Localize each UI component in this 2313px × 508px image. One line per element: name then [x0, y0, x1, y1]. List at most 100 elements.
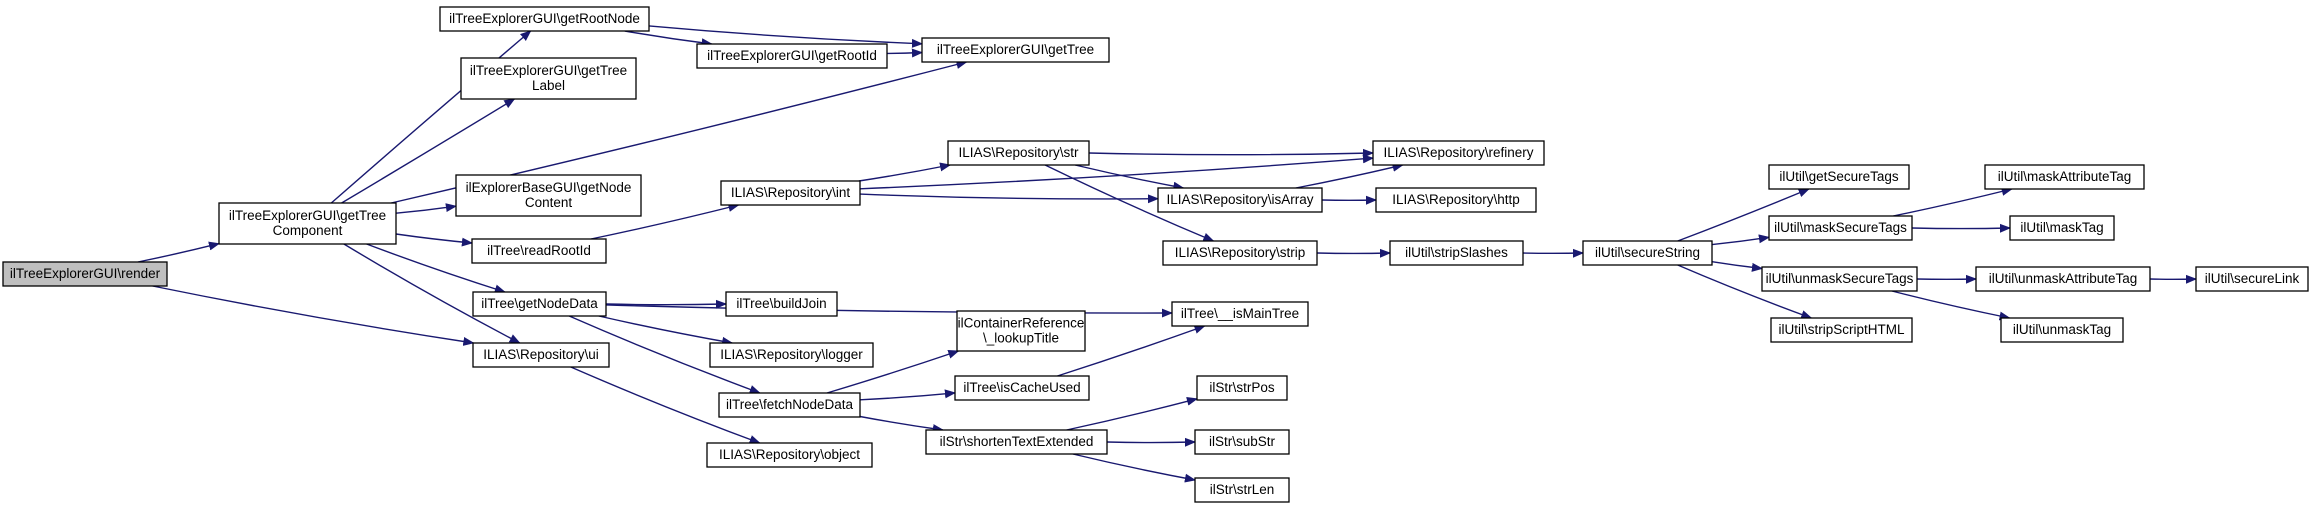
node-secureString[interactable]: ilUtil\secureString — [1582, 240, 1713, 266]
node-maskSecureTags[interactable]: ilUtil\maskSecureTags — [1768, 215, 1913, 241]
node-box-secureLink — [2195, 266, 2309, 292]
edge-unmaskSecureTags-to-unmaskTag — [1891, 290, 2011, 321]
node-unmaskTag[interactable]: ilUtil\unmaskTag — [2000, 317, 2124, 343]
edge-fetchNodeData-to-shortenText — [859, 415, 945, 434]
node-label-unmaskSecureTags: ilUtil\unmaskSecureTags — [1766, 271, 1914, 286]
edge-shortenText-to-strLen — [1072, 453, 1197, 483]
node-box-refinery — [1372, 140, 1545, 166]
edge-render-to-ui — [152, 285, 475, 346]
edge-getRootNode-to-getTree — [648, 25, 924, 48]
node-box-getRootId — [696, 43, 888, 69]
node-label-isCacheUsed: ilTree\isCacheUsed — [963, 380, 1080, 395]
node-refinery[interactable]: ILIAS\Repository\refinery — [1372, 140, 1545, 166]
node-box-getTreeLabel — [460, 57, 637, 100]
node-label-readRootId: ilTree\readRootId — [487, 243, 591, 258]
edge-getTreeComponent-to-getNodeData — [366, 243, 506, 294]
node-isArray[interactable]: ILIAS\Repository\isArray — [1157, 187, 1323, 213]
node-label-lookupTitle-line2: \_lookupTitle — [983, 331, 1059, 346]
node-box-int — [720, 180, 861, 206]
node-box-unmaskAttributeTag — [1975, 266, 2151, 292]
node-subStr[interactable]: ilStr\subStr — [1194, 429, 1290, 455]
node-label-getTreeComponent-line2: Component — [273, 223, 343, 238]
node-maskTag[interactable]: ilUtil\maskTag — [2009, 215, 2115, 241]
node-box-getNodeContent — [455, 174, 642, 217]
node-box-stripSlashes — [1389, 240, 1524, 266]
node-label-strip: ILIAS\Repository\strip — [1175, 245, 1306, 260]
node-getNodeData[interactable]: ilTree\getNodeData — [472, 291, 607, 317]
node-box-stripScriptHTML — [1770, 317, 1913, 343]
node-box-strPos — [1196, 375, 1288, 401]
node-label-getNodeContent-line1: ilExplorerBaseGUI\getNode — [466, 180, 632, 195]
node-int[interactable]: ILIAS\Repository\int — [720, 180, 861, 206]
node-render[interactable]: ilTreeExplorerGUI\render — [2, 261, 168, 287]
node-readRootId[interactable]: ilTree\readRootId — [471, 238, 607, 264]
edge-render-to-getTreeComponent — [137, 241, 221, 263]
edge-getNodeData-to-isMainTree — [605, 304, 1174, 318]
node-object[interactable]: ILIAS\Repository\object — [706, 442, 873, 468]
node-label-unmaskTag: ilUtil\unmaskTag — [2013, 322, 2111, 337]
edge-ui-to-object — [570, 366, 761, 444]
node-label-shortenText: ilStr\shortenTextExtended — [940, 434, 1094, 449]
node-box-maskSecureTags — [1768, 215, 1913, 241]
node-box-isCacheUsed — [954, 375, 1090, 401]
node-unmaskSecureTags[interactable]: ilUtil\unmaskSecureTags — [1761, 266, 1918, 292]
edge-str-to-isArray — [1074, 164, 1185, 191]
node-box-fetchNodeData — [718, 392, 861, 418]
node-label-fetchNodeData: ilTree\fetchNodeData — [726, 397, 854, 412]
node-strip[interactable]: ILIAS\Repository\strip — [1162, 240, 1318, 266]
node-label-secureLink: ilUtil\secureLink — [2205, 271, 2300, 286]
node-lookupTitle[interactable]: ilContainerReference\_lookupTitle — [956, 310, 1086, 352]
node-fetchNodeData[interactable]: ilTree\fetchNodeData — [718, 392, 861, 418]
node-logger[interactable]: ILIAS\Repository\logger — [709, 342, 874, 368]
edge-secureString-to-maskSecureTags — [1711, 234, 1771, 246]
node-stripSlashes[interactable]: ilUtil\stripSlashes — [1389, 240, 1524, 266]
node-getRootId[interactable]: ilTreeExplorerGUI\getRootId — [696, 43, 888, 69]
edge-int-to-str — [858, 162, 952, 182]
node-label-object: ILIAS\Repository\object — [719, 447, 860, 462]
node-label-subStr: ilStr\subStr — [1209, 434, 1276, 449]
node-secureLink[interactable]: ilUtil\secureLink — [2195, 266, 2309, 292]
node-http[interactable]: ILIAS\Repository\http — [1375, 187, 1537, 213]
node-label-strLen: ilStr\strLen — [1210, 482, 1275, 497]
node-strPos[interactable]: ilStr\strPos — [1196, 375, 1288, 401]
edge-secureString-to-getSecureTags — [1677, 188, 1810, 242]
edge-fetchNodeData-to-isCacheUsed — [859, 389, 957, 401]
edge-getTreeComponent-to-readRootId — [395, 233, 474, 247]
node-isCacheUsed[interactable]: ilTree\isCacheUsed — [954, 375, 1090, 401]
node-box-readRootId — [471, 238, 607, 264]
node-buildJoin[interactable]: ilTree\buildJoin — [725, 291, 838, 317]
node-str[interactable]: ILIAS\Repository\str — [947, 140, 1090, 166]
edge-getTreeComponent-to-getTreeLabel — [341, 98, 516, 204]
node-box-logger — [709, 342, 874, 368]
edge-getNodeData-to-buildJoin — [605, 299, 728, 309]
node-box-render — [2, 261, 168, 287]
node-label-strPos: ilStr\strPos — [1209, 380, 1275, 395]
node-getRootNode[interactable]: ilTreeExplorerGUI\getRootNode — [439, 6, 650, 32]
node-stripScriptHTML[interactable]: ilUtil\stripScriptHTML — [1770, 317, 1913, 343]
node-shortenText[interactable]: ilStr\shortenTextExtended — [925, 429, 1108, 455]
edge-isArray-to-refinery — [1295, 162, 1404, 189]
node-label-getTreeComponent-line1: ilTreeExplorerGUI\getTree — [229, 208, 386, 223]
node-maskAttributeTag[interactable]: ilUtil\maskAttributeTag — [1984, 164, 2145, 190]
node-box-http — [1375, 187, 1537, 213]
node-label-isArray: ILIAS\Repository\isArray — [1166, 192, 1313, 207]
node-isMainTree[interactable]: ilTree\__isMainTree — [1171, 301, 1309, 327]
node-strLen[interactable]: ilStr\strLen — [1194, 477, 1290, 503]
node-ui[interactable]: ILIAS\Repository\ui — [472, 342, 610, 368]
node-label-isMainTree: ilTree\__isMainTree — [1181, 306, 1299, 321]
node-box-getSecureTags — [1768, 164, 1910, 190]
node-getTree[interactable]: ilTreeExplorerGUI\getTree — [921, 37, 1110, 63]
node-box-getNodeData — [472, 291, 607, 317]
node-box-isArray — [1157, 187, 1323, 213]
node-label-secureString: ilUtil\secureString — [1595, 245, 1700, 260]
node-getSecureTags[interactable]: ilUtil\getSecureTags — [1768, 164, 1910, 190]
node-unmaskAttributeTag[interactable]: ilUtil\unmaskAttributeTag — [1975, 266, 2151, 292]
node-box-strLen — [1194, 477, 1290, 503]
node-label-getRootNode: ilTreeExplorerGUI\getRootNode — [449, 11, 640, 26]
node-label-getRootId: ilTreeExplorerGUI\getRootId — [707, 48, 877, 63]
node-layer: ilTreeExplorerGUI\render ilTreeExplorerGU… — [2, 6, 2309, 503]
edge-shortenText-to-subStr — [1106, 437, 1197, 447]
